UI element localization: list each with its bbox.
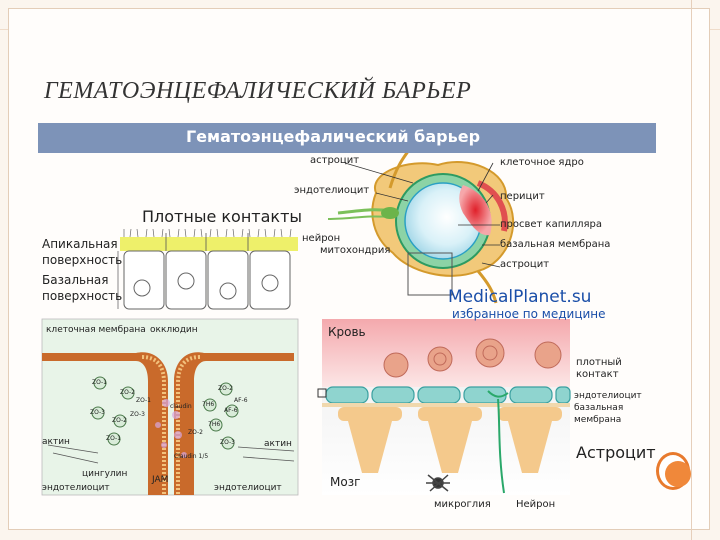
capillary-diagram: [327, 147, 515, 304]
protein-label: ZO-1: [106, 435, 121, 442]
protein-label: 7H6: [202, 401, 215, 408]
label-basal: Базальная: [42, 273, 109, 287]
figure-graphics: [41, 147, 571, 496]
label-astrocyte-top: астроцит: [310, 155, 360, 166]
protein-label: Claudin 1/5: [174, 453, 209, 460]
bbb-figure: астроцит эндотелиоцит нейрон митохондрия…: [38, 147, 656, 510]
label-basal-1: базальная: [574, 403, 624, 413]
protein-label: ZO-1: [92, 379, 107, 386]
protein-label: AF-6: [224, 407, 238, 414]
decorative-orange-circle: [656, 452, 691, 490]
label-surface-1: поверхность: [42, 253, 123, 267]
protein-label: ZO-3: [220, 439, 235, 446]
label-endotheliocyte: эндотелиоцит: [294, 185, 370, 196]
frame-line-right: [691, 0, 692, 540]
label-mitochondria: митохондрия: [320, 245, 391, 256]
label-tight: плотный: [576, 357, 622, 368]
label-actin-right: актин: [264, 439, 292, 449]
protein-label: ZO-2: [188, 429, 203, 436]
slide-title: Гематоэнцефалический барьер: [44, 78, 472, 104]
label-astrocyte: Астроцит: [576, 443, 656, 462]
figure-banner: Гематоэнцефалический барьер: [38, 123, 656, 153]
bbb-layers-diagram: [317, 319, 571, 495]
protein-label: ZO-3: [130, 411, 145, 418]
brand-tagline: избранное по медицине: [452, 307, 606, 321]
label-pericyte: перицит: [500, 191, 545, 202]
banner-title: Гематоэнцефалический барьер: [185, 127, 481, 146]
label-occludin: окклюдин: [150, 325, 198, 335]
protein-label: claudin: [170, 403, 192, 410]
label-actin-left: актин: [42, 437, 70, 447]
protein-label: ZO-2: [112, 417, 127, 424]
protein-label: 7H6: [208, 421, 221, 428]
label-basement: базальная мембрана: [500, 239, 611, 250]
label-cingulin: цингулин: [82, 469, 128, 479]
epithelium-title: Плотные контакты: [142, 207, 303, 226]
label-microglia: микроглия: [434, 499, 491, 510]
protein-label: ZO-3: [90, 409, 105, 416]
label-lumen: просвет капилляра: [500, 219, 603, 230]
label-jam: JAM: [152, 475, 169, 485]
label-neuron-bottom: Нейрон: [516, 499, 556, 510]
epithelium-diagram: [117, 228, 298, 310]
label-blood: Кровь: [328, 325, 366, 339]
label-apical: Апикальная: [42, 237, 118, 251]
label-contact: контакт: [576, 369, 619, 380]
label-endo: эндотелиоцит: [574, 391, 642, 401]
protein-label: ZO-2: [120, 389, 135, 396]
label-cell-membrane: клеточная мембрана: [46, 325, 146, 335]
protein-label: ZO-2: [218, 385, 233, 392]
label-brain: Мозг: [330, 475, 361, 489]
label-astrocyte-bottom: астроцит: [500, 259, 550, 270]
label-surface-2: поверхность: [42, 289, 123, 303]
protein-label: AF-6: [234, 397, 248, 404]
label-nucleus: клеточное ядро: [500, 157, 584, 168]
label-basal-2: мембрана: [574, 415, 622, 425]
brand-name: MedicalPlanet.su: [448, 287, 592, 307]
junction-diagram: [41, 318, 299, 496]
protein-label: ZO-1: [136, 397, 151, 404]
label-endotheliocyte-left: эндотелиоцит: [42, 483, 110, 493]
label-neuron: нейрон: [302, 233, 341, 244]
label-endotheliocyte-right: эндотелиоцит: [214, 483, 282, 493]
